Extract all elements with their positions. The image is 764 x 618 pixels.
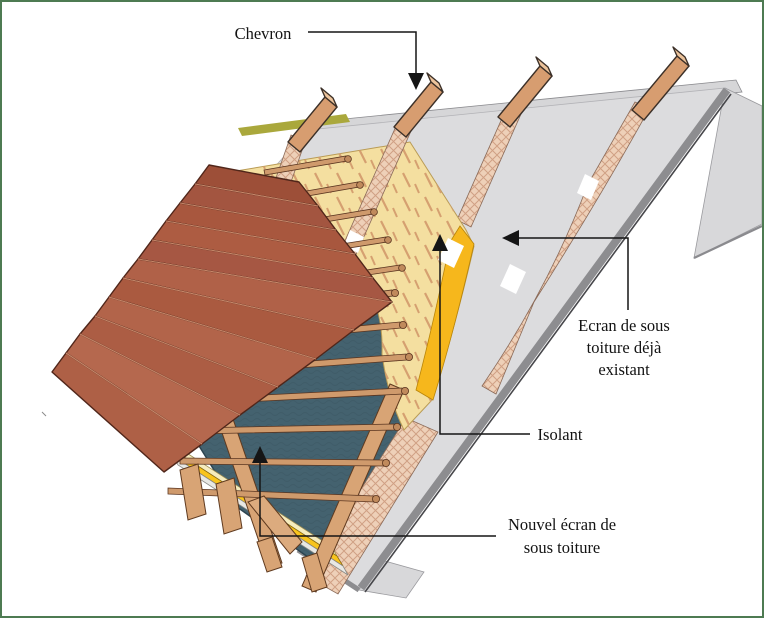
annotations: Chevron Ecran de sous toiture déjà exist…: [235, 24, 670, 557]
nouvel-ecran-callout-line: [259, 462, 496, 537]
screen-gap: [438, 238, 464, 268]
nouvel-ecran-arrowhead: [252, 446, 268, 463]
tile-group: [41, 164, 393, 473]
chevron-beam-2: [393, 72, 444, 138]
ecran-existant-label-line1: Ecran de sous: [578, 316, 670, 335]
chevron-label: Chevron: [235, 24, 292, 43]
chevron-beams: [287, 46, 690, 153]
ecran-existant-label-line2: toiture déjà: [587, 338, 662, 357]
rafter-mesh-strip-4: [481, 101, 650, 395]
chevron-beam-3: [497, 56, 553, 128]
screen-gap: [577, 174, 599, 200]
nouvel-ecran-label-line1: Nouvel écran de: [508, 515, 616, 534]
insulation-edge: [415, 225, 475, 401]
ecran-existant-arrowhead: [502, 230, 519, 246]
ecran-existant-label-line3: existant: [598, 360, 650, 379]
existing-screen-right-piece: [693, 87, 762, 259]
chevron-callout-line: [308, 31, 417, 74]
eave-blocks: [179, 463, 328, 593]
isolant-label: Isolant: [538, 425, 583, 444]
chevron-beam-4: [631, 46, 690, 121]
ecran-existant-callout-line: [516, 237, 629, 310]
chevron-arrowhead: [408, 73, 424, 90]
chevron-beam-1: [287, 87, 338, 153]
isolant-arrowhead: [432, 234, 448, 251]
nouvel-ecran-label-line2: sous toiture: [524, 538, 601, 557]
screen-gap: [500, 264, 526, 294]
isolant-callout-line: [439, 250, 530, 435]
